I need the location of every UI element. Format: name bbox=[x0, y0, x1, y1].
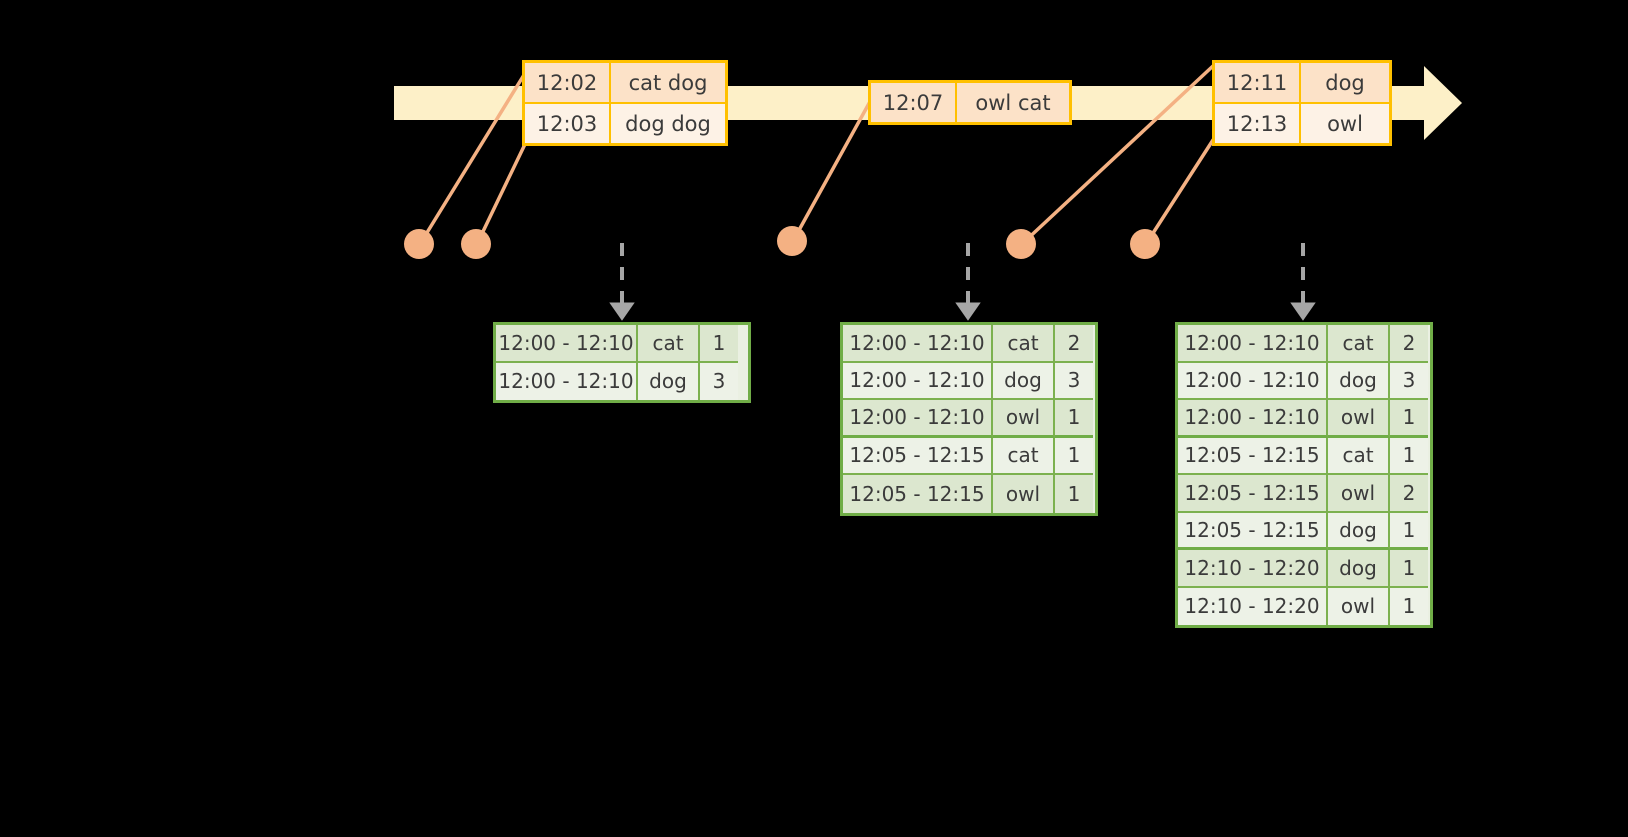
cell-count: 1 bbox=[1390, 550, 1428, 588]
cell-count: 1 bbox=[1055, 475, 1093, 513]
event-row[interactable]: 12:11 dog bbox=[1215, 63, 1389, 102]
cell-count: 3 bbox=[700, 362, 738, 400]
cell-count: 1 bbox=[1390, 437, 1428, 475]
cell-count: 2 bbox=[1055, 325, 1093, 363]
event-words: cat dog bbox=[611, 63, 725, 102]
cell-window: 12:00 - 12:10 bbox=[843, 325, 993, 363]
cell-word: cat bbox=[1328, 325, 1390, 363]
cell-count: 1 bbox=[1055, 400, 1093, 438]
cell-window: 12:00 - 12:10 bbox=[1178, 400, 1328, 438]
event-row[interactable]: 12:03 dog dog bbox=[525, 102, 725, 143]
cell-word: cat bbox=[638, 325, 700, 363]
event-row[interactable]: 12:02 cat dog bbox=[525, 63, 725, 102]
cell-window: 12:00 - 12:10 bbox=[496, 362, 638, 400]
event-dot-1207 bbox=[777, 226, 807, 256]
cell-count: 1 bbox=[1390, 512, 1428, 550]
cell-word: cat bbox=[993, 325, 1055, 363]
cell-window: 12:05 - 12:15 bbox=[843, 437, 993, 475]
cell-window: 12:05 - 12:15 bbox=[1178, 437, 1328, 475]
cell-word: owl bbox=[993, 475, 1055, 513]
event-time: 12:03 bbox=[525, 104, 611, 143]
event-dot-1213 bbox=[1130, 229, 1160, 259]
cell-window: 12:00 - 12:10 bbox=[843, 400, 993, 438]
cell-window: 12:00 - 12:10 bbox=[1178, 362, 1328, 400]
cell-word: owl bbox=[1328, 587, 1390, 625]
cell-window: 12:05 - 12:15 bbox=[1178, 512, 1328, 550]
cell-count: 1 bbox=[1390, 587, 1428, 625]
cell-word: owl bbox=[1328, 400, 1390, 438]
cell-count: 2 bbox=[1390, 475, 1428, 513]
cell-word: dog bbox=[1328, 362, 1390, 400]
event-dot-1211 bbox=[1006, 229, 1036, 259]
cell-word: owl bbox=[993, 400, 1055, 438]
cell-word: cat bbox=[993, 437, 1055, 475]
cell-window: 12:10 - 12:20 bbox=[1178, 550, 1328, 588]
cell-window: 12:00 - 12:10 bbox=[843, 362, 993, 400]
cell-window: 12:00 - 12:10 bbox=[496, 325, 638, 363]
cell-count: 1 bbox=[1390, 400, 1428, 438]
cell-window: 12:10 - 12:20 bbox=[1178, 587, 1328, 625]
event-time: 12:11 bbox=[1215, 63, 1301, 102]
cell-window: 12:05 - 12:15 bbox=[1178, 475, 1328, 513]
event-words: owl bbox=[1301, 104, 1389, 143]
event-words: dog dog bbox=[611, 104, 725, 143]
event-time: 12:13 bbox=[1215, 104, 1301, 143]
cell-window: 12:05 - 12:15 bbox=[843, 475, 993, 513]
cell-word: owl bbox=[1328, 475, 1390, 513]
event-words: dog bbox=[1301, 63, 1389, 102]
event-dot-1202 bbox=[404, 229, 434, 259]
cell-word: dog bbox=[1328, 550, 1390, 588]
event-group-1[interactable]: 12:02 cat dog 12:03 dog dog bbox=[522, 60, 728, 146]
event-group-3[interactable]: 12:11 dog 12:13 owl bbox=[1212, 60, 1392, 146]
cell-count: 3 bbox=[1390, 362, 1428, 400]
cell-word: cat bbox=[1328, 437, 1390, 475]
event-group-2[interactable]: 12:07 owl cat bbox=[868, 80, 1072, 125]
event-dots bbox=[404, 226, 1160, 259]
cell-window: 12:00 - 12:10 bbox=[1178, 325, 1328, 363]
event-row[interactable]: 12:13 owl bbox=[1215, 102, 1389, 143]
event-words: owl cat bbox=[957, 83, 1069, 122]
cell-word: dog bbox=[1328, 512, 1390, 550]
cell-word: dog bbox=[638, 362, 700, 400]
cell-count: 1 bbox=[700, 325, 738, 363]
cell-word: dog bbox=[993, 362, 1055, 400]
event-time: 12:02 bbox=[525, 63, 611, 102]
cell-count: 1 bbox=[1055, 437, 1093, 475]
cell-count: 2 bbox=[1390, 325, 1428, 363]
cell-count: 3 bbox=[1055, 362, 1093, 400]
event-time: 12:07 bbox=[871, 83, 957, 122]
event-row[interactable]: 12:07 owl cat bbox=[871, 83, 1069, 122]
dashed-flow-arrows bbox=[609, 243, 1316, 321]
event-dot-1203 bbox=[461, 229, 491, 259]
